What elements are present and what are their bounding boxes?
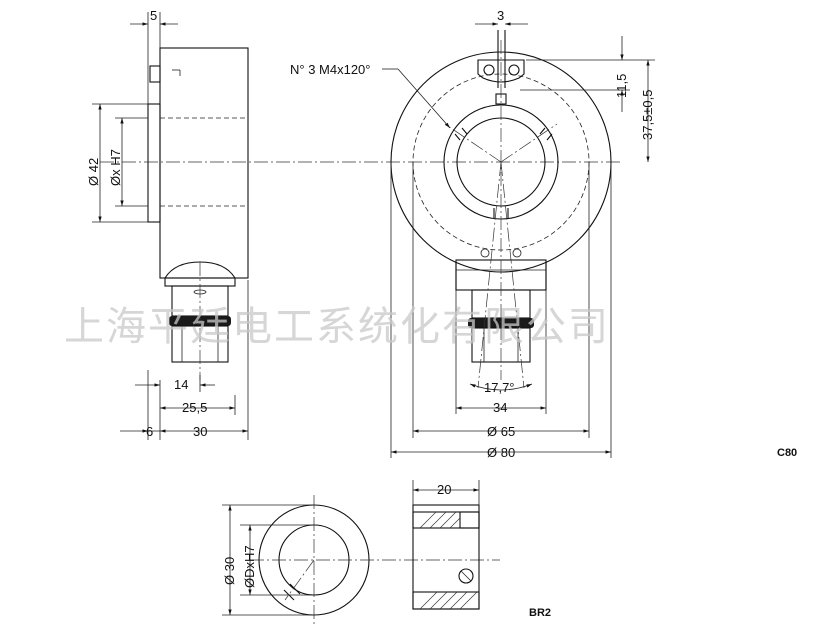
- thread-note: N° 3 M4x120°: [290, 62, 371, 77]
- dim-30: 30: [193, 424, 207, 439]
- dim-25-5: 25,5: [182, 400, 207, 415]
- sleeve-dimensions: 20 Ø 30 ØDxH7: [222, 480, 480, 616]
- model-tag-br2: BR2: [529, 607, 551, 619]
- watermark-text: 上海平廷电工系统化有限公司: [64, 304, 610, 350]
- dim-37-5: 37,5±0,5: [640, 89, 655, 140]
- dim-sleeve-d30: Ø 30: [222, 557, 237, 585]
- dim-11-5: 11,5: [614, 74, 629, 98]
- dim-sleeve-dxh7: ØDxH7: [242, 545, 257, 588]
- front-dimensions: 3 N° 3 M4x120° 11,5 37,5±0,5 17,7° 34 Ø …: [290, 8, 655, 460]
- dim-5: 5: [150, 8, 157, 23]
- dim-3: 3: [497, 8, 504, 23]
- dim-17-7: 17,7°: [484, 380, 515, 395]
- sleeve-front-view: [250, 495, 500, 625]
- dim-34: 34: [493, 400, 507, 415]
- sleeve-side-view: [412, 504, 480, 610]
- model-tag-c80: C80: [777, 447, 797, 459]
- side-view: [100, 47, 620, 380]
- dim-sleeve-20: 20: [437, 482, 451, 497]
- side-dimensions: 5 Ø 42 Øx H7 14 25,5 6 30: [86, 8, 249, 440]
- dim-d42: Ø 42: [86, 158, 101, 186]
- dim-d65: Ø 65: [487, 424, 515, 439]
- dim-6: 6: [146, 424, 153, 439]
- dim-d80: Ø 80: [487, 445, 515, 460]
- dim-dx-h7: Øx H7: [108, 149, 123, 186]
- dim-14: 14: [174, 377, 188, 392]
- sleeve-hatch: [419, 511, 478, 610]
